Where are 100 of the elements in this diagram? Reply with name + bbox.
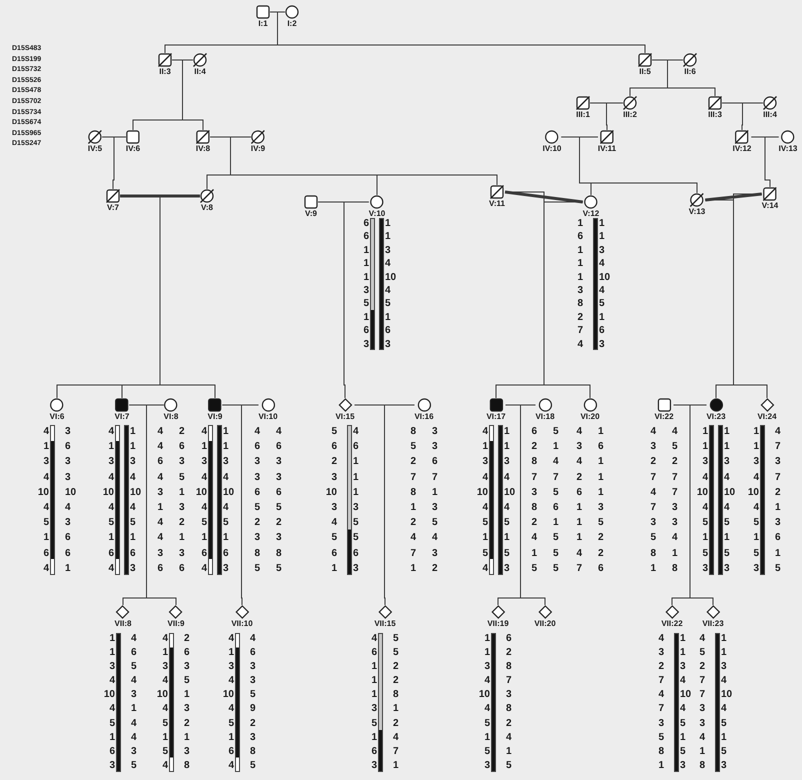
individual-id: V:11 [489, 199, 505, 208]
individual-id: VII:22 [661, 619, 683, 628]
allele-column: 4 6 5 4 3 1 4 4 3 5 [131, 632, 143, 773]
allele-column: 1 1 3 4 10 4 5 1 5 3 [721, 632, 733, 773]
individual-id: IV:5 [88, 144, 102, 153]
descent-line [112, 136, 126, 190]
individual-id: V:8 [200, 203, 213, 212]
individual-id: IV:6 [126, 144, 140, 153]
allele-column: 1 1 3 4 10 4 5 1 6 3 [223, 424, 235, 576]
descent-line [384, 404, 415, 606]
allele-column: 4 5 2 7 7 3 3 4 1 8 [672, 424, 684, 576]
allele-column: 1 1 3 4 10 4 5 1 5 3 [504, 424, 516, 576]
individual-id: IV:13 [778, 144, 798, 153]
allele-column: 4 1 3 4 10 4 5 1 5 4 [156, 632, 168, 773]
individual-id: III:1 [576, 110, 590, 119]
allele-column: 1 1 3 4 10 4 5 1 6 3 [103, 632, 115, 773]
individual-id: II:4 [194, 67, 206, 76]
individual-id: I:1 [258, 19, 268, 28]
allele-column: 3 6 3 3 10 4 3 6 6 1 [65, 424, 77, 576]
individual-id: V:13 [688, 207, 706, 216]
allele-column: 8 5 2 7 8 1 2 4 7 1 [404, 424, 416, 576]
individual-id: VII:10 [231, 619, 253, 628]
descent-line [520, 404, 546, 606]
descent-line [182, 60, 204, 130]
allele-column: 1 1 3 4 10 4 5 1 5 3 [478, 632, 490, 773]
individual-id: VI:23 [706, 412, 726, 421]
individual-id: VI:7 [114, 412, 130, 421]
individual-id: IV:12 [732, 144, 752, 153]
allele-column: 5 6 2 3 10 3 4 5 6 1 [325, 424, 337, 576]
allele-column: 1 1 3 4 10 4 5 1 5 3 [747, 424, 759, 576]
allele-column: 1 1 3 4 10 4 5 1 6 3 [385, 217, 397, 352]
allele-column: 6 2 8 7 3 8 2 4 1 5 [506, 632, 518, 773]
allele-column: 3 3 6 7 1 3 5 4 3 2 [432, 424, 444, 576]
descent-line [667, 60, 716, 96]
allele-column: 4 7 3 7 2 1 3 6 1 5 [775, 424, 787, 576]
allele-column: 1 1 3 4 10 4 5 1 5 3 [680, 632, 692, 773]
allele-column: 4 6 3 3 5 9 2 3 8 5 [250, 632, 262, 773]
individual-id: VI:10 [258, 412, 278, 421]
allele-column: 5 5 2 2 8 1 2 4 7 1 [393, 632, 405, 773]
marriage-line [504, 190, 583, 204]
marriage-line [705, 192, 762, 202]
individual-id: II:5 [639, 67, 651, 76]
individual-id: III:2 [623, 110, 637, 119]
allele-column: 4 6 1 1 1 3 5 5 6 3 [353, 424, 365, 576]
allele-column: 1 1 3 4 10 4 5 1 5 3 [696, 424, 708, 576]
individual-id: VII:20 [534, 619, 556, 628]
individual-id: V:7 [106, 203, 119, 212]
individual-id: VII:15 [374, 619, 396, 628]
allele-column: 4 6 3 3 6 5 2 3 8 5 [248, 424, 260, 576]
descent-line [160, 196, 216, 398]
individual-id: VI:17 [486, 412, 506, 421]
descent-line [742, 102, 764, 130]
individual-id: IV:10 [542, 144, 562, 153]
individual-id: VI:24 [757, 412, 777, 421]
descent-line [146, 404, 176, 606]
individual-id: IV:11 [598, 144, 616, 153]
allele-column: 6 2 8 7 3 8 2 4 1 5 [525, 424, 537, 576]
allele-column: 1 1 3 4 10 4 5 1 6 3 [599, 217, 611, 352]
allele-column: 4 1 3 4 10 4 5 1 6 4 [222, 632, 234, 773]
individual-id: VII:9 [168, 619, 184, 628]
allele-column: 1 6 1 1 1 3 8 2 7 4 [571, 217, 583, 352]
individual-id: I:2 [287, 19, 297, 28]
descent-line [606, 102, 624, 130]
descent-line [344, 202, 370, 398]
individual-id: VII:19 [487, 619, 509, 628]
allele-column: 1 1 3 4 10 4 5 1 6 3 [130, 424, 142, 576]
individual-id: IV:9 [250, 144, 266, 153]
individual-id: VI:9 [208, 412, 222, 421]
allele-column: 4 3 4 2 6 1 1 1 4 7 [570, 424, 582, 576]
allele-column: 4 5 2 7 7 3 3 4 1 8 [693, 632, 705, 773]
marriage-line [120, 194, 200, 198]
individual-id: VI:18 [535, 412, 555, 421]
descent-line [764, 136, 780, 188]
individual-id: II:3 [159, 67, 171, 76]
individual-id: VI:22 [654, 412, 674, 421]
individual-id: VII:8 [114, 619, 132, 628]
allele-column: 4 1 3 4 10 4 5 1 6 4 [195, 424, 207, 576]
descent-line [690, 404, 714, 606]
individual-id: VI:20 [580, 412, 600, 421]
individual-id: VI:6 [50, 412, 64, 421]
allele-column: 4 4 6 4 3 1 4 4 3 6 [151, 424, 163, 576]
allele-column: 4 1 3 4 10 4 5 1 6 4 [102, 424, 114, 576]
allele-column: 6 6 1 1 1 3 5 1 6 3 [357, 217, 369, 352]
individual-id: VI:15 [335, 412, 355, 421]
individual-id: III:4 [763, 110, 777, 119]
allele-column: 5 1 4 7 5 6 1 5 5 5 [553, 424, 565, 576]
individual-id: V:14 [762, 201, 778, 210]
individual-id: II:6 [684, 67, 696, 76]
descent-line [241, 404, 259, 606]
individual-id: VI:16 [414, 412, 434, 421]
individual-id: V:10 [368, 209, 386, 218]
allele-column: 4 6 1 1 1 3 5 1 6 3 [365, 632, 377, 773]
allele-column: 2 6 3 5 1 3 2 1 3 6 [179, 424, 191, 576]
allele-column: 4 3 2 7 4 7 3 5 8 1 [644, 424, 656, 576]
allele-column: 4 1 3 4 10 4 5 1 6 4 [37, 424, 49, 576]
allele-column: 1 6 1 1 1 3 5 2 2 6 [598, 424, 610, 576]
allele-column: 4 6 3 3 6 5 2 3 8 5 [276, 424, 288, 576]
individual-id: VI:8 [164, 412, 178, 421]
allele-column: 4 3 2 7 4 7 3 5 8 1 [652, 632, 664, 773]
individual-id: VII:23 [702, 619, 724, 628]
